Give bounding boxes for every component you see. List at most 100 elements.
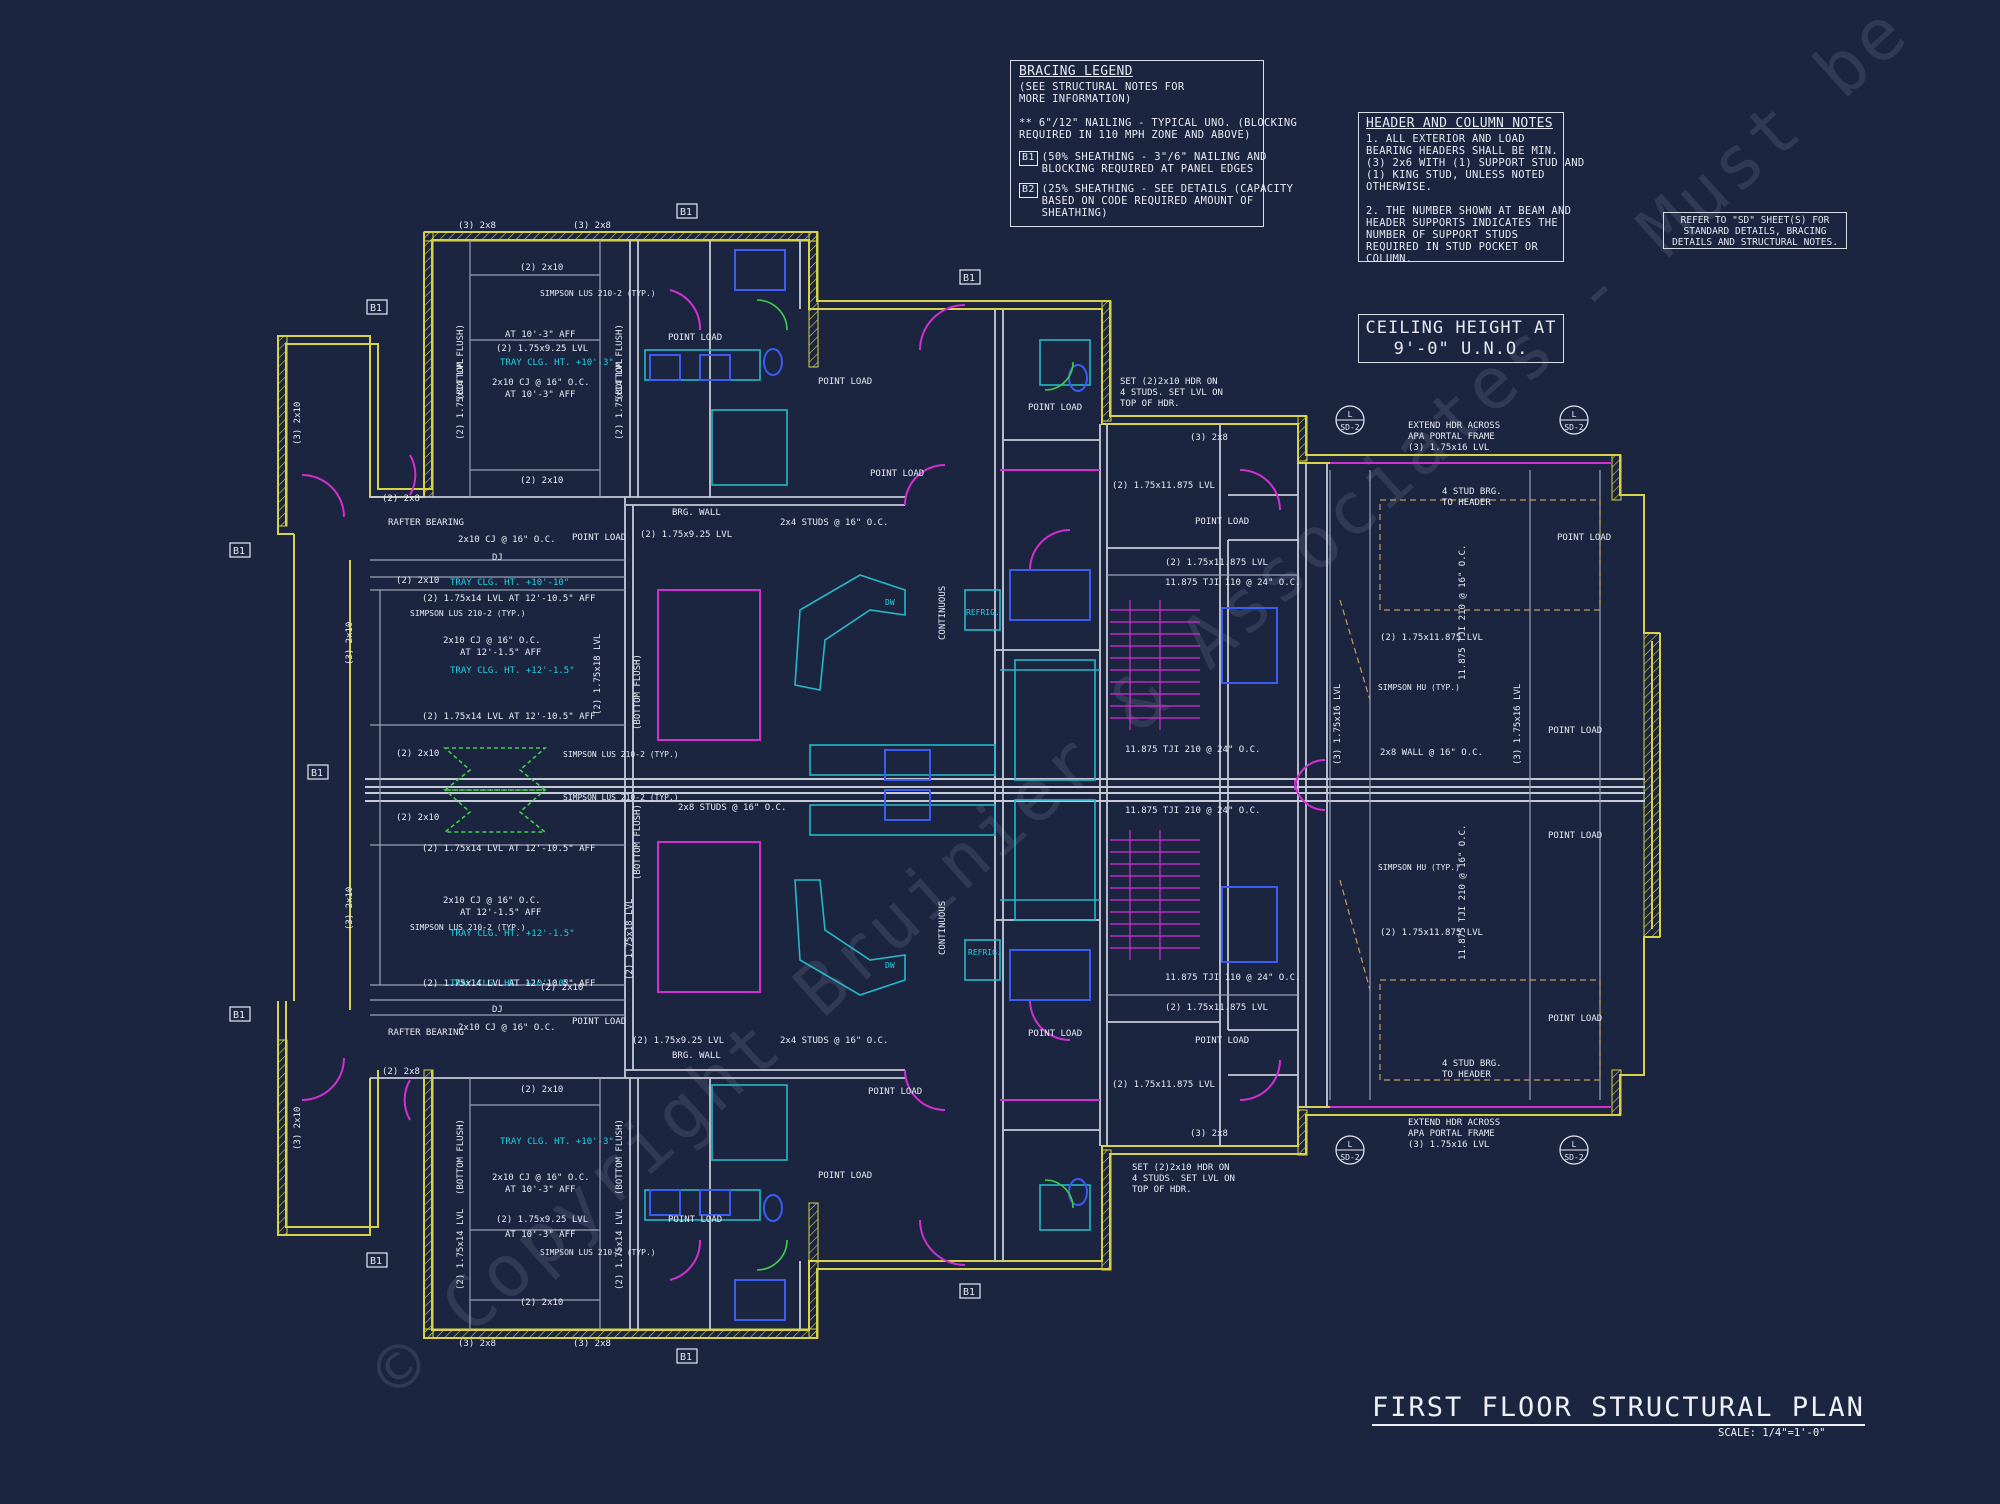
tji210-16-b: 11.875 TJI 210 @ 16" O.C.	[1458, 825, 1468, 960]
blue-fixtures	[649, 249, 1278, 1321]
bracing-tag-b1-7: B1	[963, 273, 975, 284]
point-load-5: POINT LOAD	[1195, 517, 1249, 527]
point-load-1: POINT LOAD	[668, 333, 722, 343]
cj-a: 2x10 CJ @ 16" O.C.	[492, 378, 590, 388]
header-column-notes: HEADER AND COLUMN NOTES 1. ALL EXTERIOR …	[1358, 112, 1585, 265]
header-2x10-h: (2) 2x10	[540, 983, 583, 993]
bottom-flush-a: (BOTTOM FLUSH)	[456, 324, 466, 400]
bottom-flush-c: (BOTTOM FLUSH)	[456, 1119, 466, 1195]
brg-wall-b: BRG. WALL	[672, 1051, 721, 1061]
magenta-elements	[301, 289, 1612, 1281]
point-load-14: POINT LOAD	[572, 1017, 626, 1027]
header-notes-line: HEADER SUPPORTS INDICATES THE	[1366, 217, 1559, 229]
header-3x2x10-d: (3) 2x10	[345, 887, 355, 930]
tji110-a: 11.875 TJI 110 @ 24" O.C.	[1165, 578, 1300, 588]
header-bot-2: (3) 2x8	[573, 1339, 611, 1349]
bracing-b1-line: BLOCKING REQUIRED AT PANEL EDGES	[1041, 163, 1254, 175]
aff-a: AT 10'-3" AFF	[505, 390, 575, 400]
bracing-tag-b1-4: B1	[233, 1010, 245, 1021]
simpson-hu-a: SIMPSON HU (TYP.)	[1378, 683, 1460, 692]
continuous-a: CONTINUOUS	[938, 586, 948, 640]
refer-note: REFER TO "SD" SHEET(S) FOR STANDARD DETA…	[1663, 212, 1847, 249]
point-load-4: POINT LOAD	[1028, 403, 1082, 413]
refer-line-1: REFER TO "SD" SHEET(S) FOR	[1680, 215, 1830, 226]
cj-f: 2x10 CJ @ 16" O.C.	[458, 1023, 556, 1033]
bracing-tag-b1-3-frame	[307, 764, 329, 780]
lvl1187-f: (2) 1.75x11.875 LVL	[1380, 928, 1483, 938]
header-notes-line: (3) 2x6 WITH (1) SUPPORT STUD AND	[1366, 157, 1585, 169]
refer-line-2: STANDARD DETAILS, BRACING	[1683, 226, 1827, 237]
tray-103-b: TRAY CLG. HT. +10'-3"	[500, 1137, 614, 1147]
header-notes-line: BEARING HEADERS SHALL BE MIN.	[1366, 145, 1559, 157]
plan-scale: SCALE: 1/4"=1'-0"	[1718, 1427, 1826, 1439]
header-2x10-f: (2) 2x10	[396, 749, 439, 759]
lvl1187-e: (2) 1.75x11.875 LVL	[1380, 633, 1483, 643]
sd-tag-tr-bottom: SD-2	[1564, 423, 1583, 432]
aff-c: AT 10'-3" AFF	[505, 1185, 575, 1195]
bracing-tag-b1-1: B1	[370, 303, 382, 314]
bracing-tag-b1-0: B1	[680, 207, 692, 218]
lvl1210-b: (2) 1.75x14 LVL AT 12'-10.5" AFF	[422, 712, 595, 722]
lvl14-b: (2) 1.75x14 LVL	[615, 359, 625, 440]
bracing-tag-b1-1-frame	[366, 299, 388, 315]
cj12-b: AT 12'-1.5" AFF	[460, 908, 541, 918]
bracing-b2-line: BASED ON CODE REQUIRED AMOUNT OF	[1041, 195, 1254, 207]
bracing-legend-line: REQUIRED IN 110 MPH ZONE AND ABOVE)	[1019, 129, 1251, 141]
lvl1187-c: (2) 1.75x11.875 LVL	[1165, 1003, 1268, 1013]
extend-hdr-b-1: APA PORTAL FRAME	[1408, 1129, 1495, 1139]
plan-labels: B1B1B1B1B1B1B1B1B1LSD-2LSD-2LSD-2LSD-2(3…	[229, 203, 1611, 1364]
sd-tag-br-top: L	[1572, 1140, 1577, 1149]
refer-line-3: DETAILS AND STRUCTURAL NOTES.	[1672, 237, 1838, 248]
tray-125-b: TRAY CLG. HT. +12'-1.5"	[450, 929, 575, 939]
lvl9-a: (2) 1.75x9.25 LVL	[496, 344, 588, 354]
header-notes-line: (1) KING STUD, UNLESS NOTED	[1366, 169, 1545, 181]
dj-b: DJ	[492, 1005, 503, 1015]
point-load-15: POINT LOAD	[1195, 1036, 1249, 1046]
aff-b: AT 10'-3" AFF	[505, 330, 575, 340]
set-hdr-a-1: 4 STUDS. SET LVL ON	[1120, 388, 1223, 398]
sd-tag-bl-bottom: SD-2	[1340, 1153, 1359, 1162]
header-2x8-a: (2) 2x8	[382, 494, 420, 504]
simpson-hu-b: SIMPSON HU (TYP.)	[1378, 863, 1460, 872]
stud-brg-b-0: 4 STUD BRG.	[1442, 1059, 1502, 1069]
bracing-legend-line	[1019, 105, 1255, 117]
hatched-walls	[277, 231, 1661, 1339]
header-notes-title: HEADER AND COLUMN NOTES	[1366, 116, 1553, 131]
bracing-tag-b1-7-frame	[959, 269, 981, 285]
bracing-tag-b1-6-frame	[676, 1348, 698, 1364]
dj-a: DJ	[492, 553, 503, 563]
set-hdr-a-0: SET (2)2x10 HDR ON	[1120, 377, 1218, 387]
header-notes-line: REQUIRED IN STUD POCKET OR	[1366, 241, 1539, 253]
bracing-tag-b1-2: B1	[233, 546, 245, 557]
lvl18-b: (2) 1.75x18 LVL	[625, 899, 635, 980]
point-load-7: POINT LOAD	[1548, 726, 1602, 736]
header-2x10-e: (2) 2x10	[396, 576, 439, 586]
tray-105-a: TRAY CLG. HT. +10'-10"	[450, 578, 569, 588]
rafter-b: RAFTER BEARING	[388, 1028, 464, 1038]
b1-tag: B1	[1019, 151, 1038, 166]
simpson-f: SIMPSON LUS 210-2 (TYP.)	[563, 793, 679, 802]
extend-hdr-a-1: APA PORTAL FRAME	[1408, 432, 1495, 442]
bottom-flush-f: (BOTTOM FLUSH)	[633, 804, 643, 880]
bracing-legend-title: BRACING LEGEND	[1019, 64, 1133, 79]
bottom-flush-b: (BOTTOM FLUSH)	[615, 324, 625, 400]
bracing-legend: BRACING LEGEND (SEE STRUCTURAL NOTES FOR…	[1010, 60, 1297, 227]
bracing-legend-line: MORE INFORMATION)	[1019, 93, 1132, 105]
header-top-1: (3) 2x8	[458, 221, 496, 231]
lvl1187-b: (2) 1.75x11.875 LVL	[1165, 558, 1268, 568]
lvl1187-a: (2) 1.75x11.875 LVL	[1112, 481, 1215, 491]
bracing-b1-line: (50% SHEATHING - 3"/6" NAILING AND	[1041, 151, 1267, 163]
point-load-11: POINT LOAD	[868, 1087, 922, 1097]
cyan-fixtures	[644, 339, 1100, 1231]
stud-brg-a-1: TO HEADER	[1442, 498, 1491, 508]
point-load-3: POINT LOAD	[870, 469, 924, 479]
point-load-9: POINT LOAD	[1548, 1014, 1602, 1024]
dw-a: DW	[885, 598, 895, 607]
rafter-a: RAFTER BEARING	[388, 518, 464, 528]
lvl1210-c: (2) 1.75x14 LVL AT 12'-10.5" AFF	[422, 844, 595, 854]
bracing-tag-b1-5-frame	[366, 1252, 388, 1268]
